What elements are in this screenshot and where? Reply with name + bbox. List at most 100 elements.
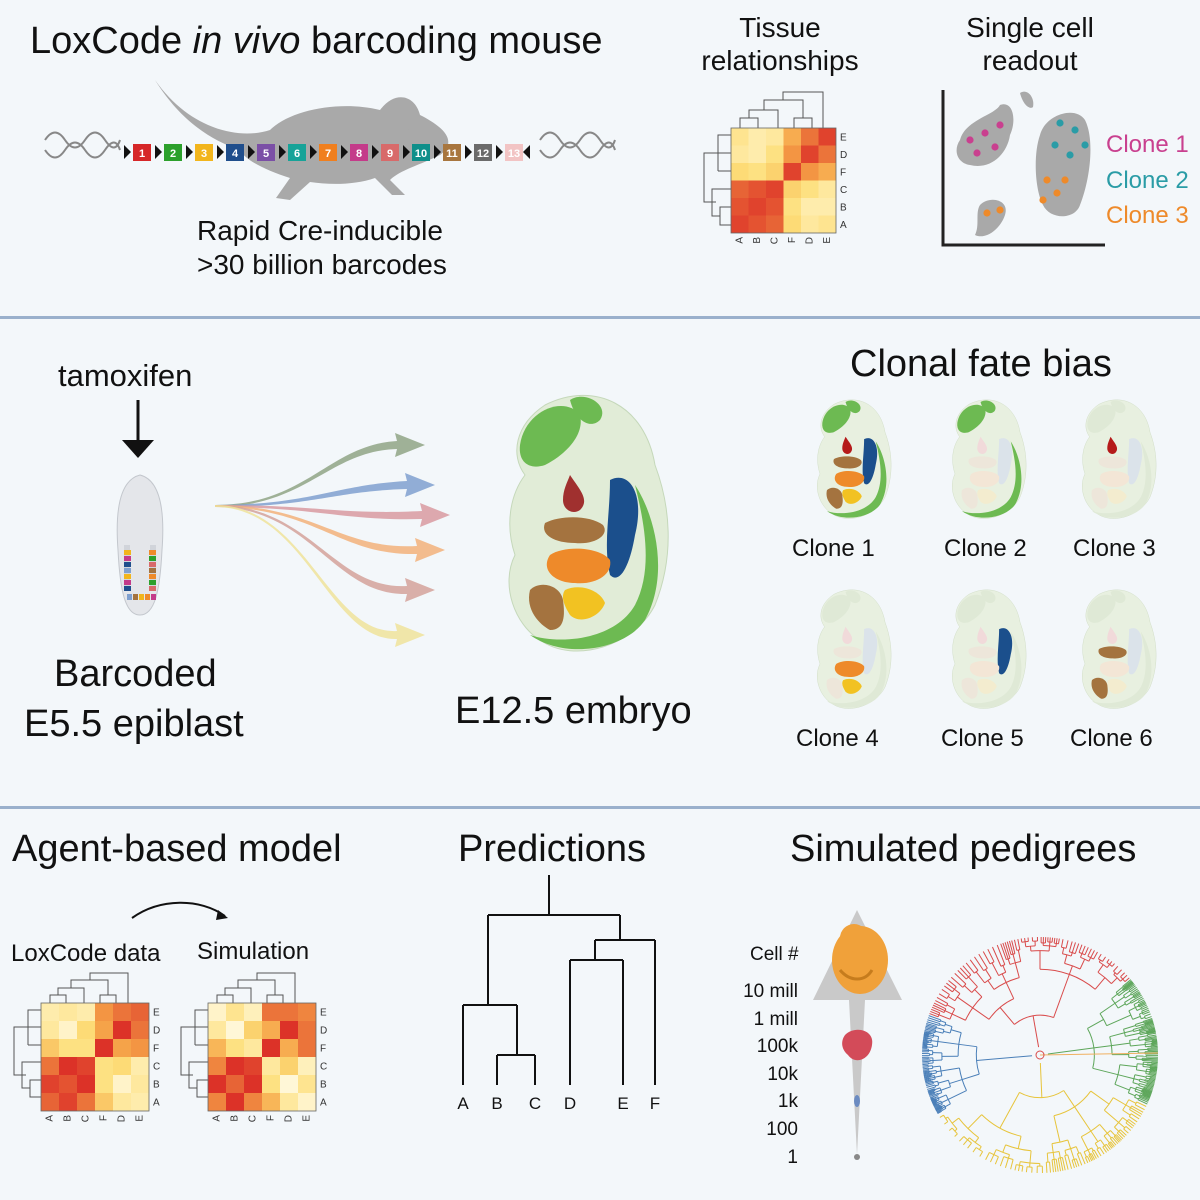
heatmap-cell	[818, 215, 836, 233]
barcode-element	[350, 144, 368, 161]
heatmap-row-label: F	[840, 167, 846, 178]
heatmap-row-label: B	[320, 1080, 327, 1091]
tree-leaf-label: B	[491, 1094, 502, 1113]
embryo-illustration	[508, 394, 669, 652]
cell-count-item: 1 mill	[753, 1008, 798, 1030]
heatmap-cell	[280, 1075, 298, 1093]
heatmap-cell	[298, 1093, 316, 1111]
epiblast-icon	[116, 474, 164, 616]
fate-arrow	[215, 433, 425, 507]
heatmap-cell	[208, 1057, 226, 1075]
barcode-element	[443, 144, 461, 161]
heatmap-cell	[113, 1039, 131, 1057]
heatmap-cell	[766, 128, 784, 146]
heatmap-cell	[226, 1021, 244, 1039]
barcode-element	[257, 144, 275, 161]
heatmap-cell	[262, 1057, 280, 1075]
heatmap-cell	[113, 1093, 131, 1111]
heatmap-cell	[208, 1003, 226, 1021]
heatmap-row-label: E	[153, 1008, 160, 1019]
heatmap-cell	[208, 1039, 226, 1057]
mouse-icon	[155, 80, 449, 200]
heatmap-row-label: A	[320, 1098, 327, 1109]
barcode-number: 6	[294, 148, 300, 160]
heatmap-col-label: B	[752, 237, 763, 244]
clone-embryo-icon	[952, 589, 1027, 709]
heatmap-cell	[41, 1003, 59, 1021]
cell-count-item: 100k	[756, 1036, 798, 1058]
heatmap-cell	[801, 198, 819, 216]
heatmap-cell	[280, 1039, 298, 1057]
heatmap-cell	[748, 163, 766, 181]
tree-leaf-label: E	[617, 1094, 628, 1113]
heatmap-row-dendrogram	[703, 134, 731, 226]
heatmap-cell	[280, 1021, 298, 1039]
title-prefix: LoxCode	[30, 20, 193, 62]
heatmap-cell	[131, 1057, 149, 1075]
epiblast-label-line1: Barcoded	[54, 653, 217, 695]
pedigree-tree	[921, 937, 1159, 1173]
heatmap-cell	[244, 1093, 262, 1111]
heatmap-cell	[748, 145, 766, 163]
barcode-element	[288, 144, 306, 161]
heatmap-col-label: C	[81, 1115, 92, 1122]
embryo-label: E12.5 embryo	[455, 690, 692, 732]
clone-dot	[991, 143, 999, 151]
barcode-number: 12	[477, 148, 489, 160]
tamoxifen-arrow	[122, 400, 154, 458]
heatmap-cell	[131, 1093, 149, 1111]
clone-legend-item: Clone 1	[1106, 131, 1189, 158]
heatmap-row-label: B	[840, 202, 847, 213]
clone-dot	[973, 149, 981, 157]
heatmap-col-label: F	[99, 1115, 110, 1121]
cell-count-item: 10 mill	[743, 981, 798, 1002]
heatmap-col-label: F	[266, 1115, 277, 1121]
heatmap-cell	[77, 1057, 95, 1075]
barcode-element	[381, 144, 399, 161]
heatmap-cell	[131, 1075, 149, 1093]
title-italic: in vivo	[192, 20, 301, 62]
barcode-element	[195, 144, 213, 161]
heatmap-cell	[748, 198, 766, 216]
heatmap-cell	[766, 163, 784, 181]
fate-arrow	[215, 505, 425, 647]
clone-dot	[1051, 141, 1059, 149]
heatmap-cell	[41, 1021, 59, 1039]
heatmap-cell	[95, 1003, 113, 1021]
tree-leaf-label: A	[457, 1094, 469, 1113]
heatmap-cell	[748, 215, 766, 233]
barcode-element	[319, 144, 337, 161]
heatmap-row-label: B	[153, 1080, 160, 1091]
single-cell-icon	[854, 1154, 860, 1160]
heatmap-cell	[298, 1039, 316, 1057]
heatmap-cell	[244, 1003, 262, 1021]
heatmap-cell	[818, 180, 836, 198]
clone-embryo-icon	[1082, 589, 1157, 709]
heatmap-cell	[77, 1039, 95, 1057]
heatmap-cell	[77, 1075, 95, 1093]
clone-dot	[966, 136, 974, 144]
heatmap-cell	[262, 1039, 280, 1057]
heatmap-cell	[59, 1093, 77, 1111]
heatmap-cell	[59, 1003, 77, 1021]
heatmap-cell	[783, 180, 801, 198]
clone-dot	[1056, 119, 1064, 127]
heatmap-row-label: E	[840, 132, 847, 143]
clone-dot	[1071, 126, 1079, 134]
clone-fate-label: Clone 2	[944, 535, 1027, 562]
heatmap-cell	[280, 1093, 298, 1111]
heatmap-cell	[208, 1021, 226, 1039]
model-arrow	[131, 901, 228, 920]
heatmap-cell	[226, 1075, 244, 1093]
heatmap-row-label: C	[153, 1062, 160, 1073]
clone-embryo-icon	[952, 399, 1027, 519]
heatmap-cell	[783, 163, 801, 181]
barcode-element	[164, 144, 182, 161]
clone-dot	[981, 129, 989, 137]
heatmap-cell	[41, 1039, 59, 1057]
